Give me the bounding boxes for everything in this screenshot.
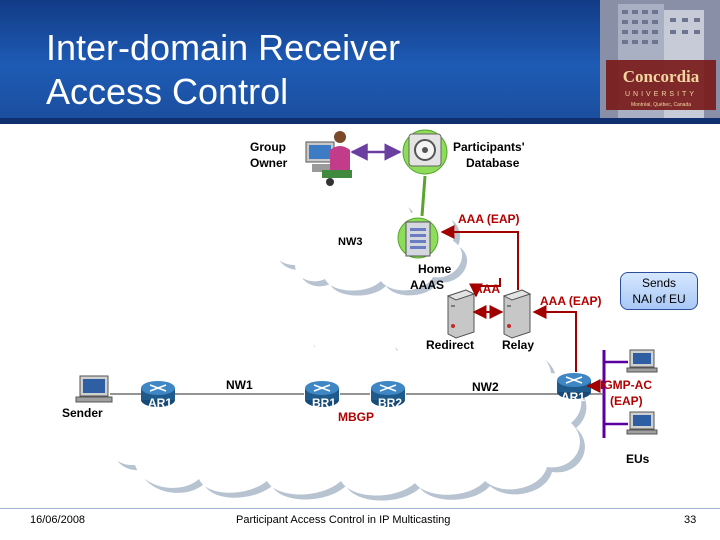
nai-of-eu-text: NAI of EU — [632, 292, 686, 306]
label-igmp-eap: (EAP) — [610, 394, 643, 408]
logo-city: Montréal, Québec, Canada — [631, 102, 691, 108]
concordia-logo: Concordia UNIVERSITY Montréal, Québec, C… — [600, 0, 720, 118]
participants-database-icon — [402, 129, 448, 175]
arrow-ar1-relay — [532, 305, 577, 372]
label-sender: Sender — [62, 406, 103, 420]
label-ar1-right: AR1 — [561, 390, 586, 404]
label-br1: BR1 — [312, 396, 337, 410]
arrow-relay-home-aaas — [440, 225, 519, 290]
footer-divider — [0, 508, 720, 509]
footer-date: 16/06/2008 — [30, 514, 86, 526]
router-br2-icon — [371, 381, 405, 407]
footer-title: Participant Access Control in IP Multica… — [236, 514, 451, 526]
label-owner: Owner — [250, 156, 288, 170]
redirect-server-icon — [446, 289, 476, 339]
header-stripe — [0, 118, 720, 124]
eu-computer-1-icon — [626, 349, 658, 373]
relay-server-icon — [502, 289, 532, 339]
label-home: Home — [418, 262, 452, 276]
slide-title-line-2: Access Control — [46, 71, 289, 112]
label-igmp-ac: IGMP-AC — [600, 378, 652, 392]
label-aaa-eap-right: AAA (EAP) — [540, 294, 602, 308]
label-aaa-eap-top: AAA (EAP) — [458, 212, 520, 226]
router-br1-icon — [305, 381, 339, 407]
home-aaas-server-icon — [397, 217, 439, 259]
label-nw3: NW3 — [338, 236, 363, 248]
label-eus: EUs — [626, 452, 650, 466]
arrow-aaa-redirect — [469, 278, 501, 298]
logo-name: Concordia — [623, 67, 700, 86]
label-database: Database — [466, 156, 520, 170]
label-br2: BR2 — [378, 396, 403, 410]
label-mbgp: MBGP — [338, 410, 374, 424]
label-nw2: NW2 — [472, 380, 499, 394]
page-number: 33 — [684, 514, 697, 526]
sends-nai-callout: Sends NAI of EU — [620, 272, 698, 310]
sends-text: Sends — [641, 276, 677, 290]
label-aaas: AAAS — [410, 278, 445, 292]
cloud-nw1-nw2 — [108, 330, 587, 501]
link-database-aaas — [420, 175, 427, 217]
router-ar1-right-icon — [557, 373, 591, 399]
eu-computer-2-icon — [626, 411, 658, 435]
slide-title-line-1: Inter-domain Receiver — [46, 27, 401, 68]
label-ar1-left: AR1 — [148, 396, 173, 410]
logo-sub: UNIVERSITY — [625, 91, 697, 98]
sender-computer-icon — [75, 375, 113, 403]
label-redirect: Redirect — [426, 338, 475, 352]
group-owner-icon — [305, 131, 352, 186]
label-relay: Relay — [502, 338, 535, 352]
label-participants: Participants' — [453, 140, 525, 154]
router-ar1-left-icon — [141, 381, 175, 407]
label-aaa: AAA — [474, 282, 500, 296]
label-nw1: NW1 — [226, 378, 253, 392]
label-group: Group — [250, 140, 286, 154]
